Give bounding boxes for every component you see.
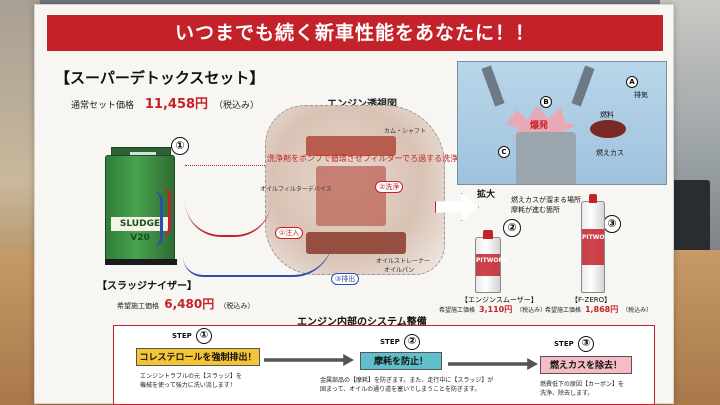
step-wash-tag: ②洗浄: [375, 181, 404, 193]
exhaust-valve: [571, 65, 595, 107]
set-price-row: 通常セット価格 11,458円 （税込み）: [71, 93, 259, 112]
engine-label-strainer: オイルストレーナー: [376, 258, 431, 265]
poster-banner: いつまでも続く新車性能をあなたに！！: [47, 15, 663, 51]
set-price-label: 通常セット価格: [71, 101, 135, 111]
intake-valve: [481, 65, 505, 107]
marker-b: B: [540, 96, 552, 108]
bottle-brand: PITWORK: [476, 257, 508, 265]
machine-hose-red: [161, 187, 171, 237]
marker-a: A: [626, 76, 638, 88]
engine-label-oilpan: オイルパン: [384, 267, 415, 274]
product-2-title: 【エンジンスムーザー】: [461, 296, 538, 304]
residue-deposit: [590, 120, 626, 138]
marker-c: C: [498, 146, 510, 158]
step-drain-tag: ③排出: [331, 273, 360, 285]
step-3-heading: 燃えカスを除去！: [540, 356, 632, 374]
abc-legend-line1: 燃えカスが溜まる場所: [511, 196, 581, 204]
product-3-number: ③: [603, 215, 621, 233]
circulation-text: 洗浄剤をポンプで循環させフィルターでろ過する洗浄システム: [267, 154, 490, 163]
flow-inject-line: [185, 201, 271, 237]
engine-cutaway: カム・シャフト オイルフィルターデバイス オイルストレーナー オイルパン: [260, 105, 445, 275]
bottle-cap: [483, 230, 493, 239]
bottle-band: [582, 229, 604, 265]
machine-price-row: 希望施工価格 6,480円 （税込み）: [117, 295, 254, 312]
product-3-price-label: 希望施工価格: [545, 307, 582, 314]
machine-hose-blue: [153, 191, 163, 247]
product-3-tax-note: （税込み）: [622, 307, 653, 314]
step-1-label: STEP: [172, 332, 192, 340]
step-2-heading: 摩耗を防止！: [360, 352, 442, 370]
machine-price-label: 希望施工価格: [117, 302, 159, 310]
machine-body: [105, 155, 175, 261]
step-2-label: STEP: [380, 338, 400, 346]
step-1-number: ①: [196, 328, 212, 344]
product-2-price: 3,110円: [478, 305, 513, 314]
step-arrow-1: [264, 354, 354, 366]
step-2-desc-line1: 金属部品の【摩耗】を防ぎます。また、走行中に【スラッジ】が: [320, 377, 494, 384]
step-1-desc-line1: エンジントラブルの元【スラッジ】を: [140, 373, 243, 380]
zoom-caption: 拡大: [477, 190, 496, 200]
piston: [516, 132, 576, 184]
step-inject-tag: ①注入: [275, 227, 304, 239]
step-1-desc: エンジントラブルの元【スラッジ】を 機械を使って強力に洗い流します！: [140, 372, 242, 390]
sludgenizer-machine: SLUDGE V20: [105, 147, 183, 265]
set-title: 【スーパーデトックスセット】: [55, 69, 265, 87]
step-3-desc-line1: 燃費低下の原因【カーボン】を: [540, 381, 625, 388]
machine-base: [105, 259, 177, 265]
step-1-desc-line2: 機械を使って強力に洗い流します！: [140, 382, 236, 389]
set-tax-note: （税込み）: [213, 101, 259, 111]
product-3-title: 【F-ZERO】: [571, 296, 612, 304]
engine-label-filter: オイルフィルターデバイス: [260, 186, 332, 193]
machine-title: 【スラッジナイザー】: [97, 281, 197, 292]
product-3-price-row: 希望施工価格 1,868円 （税込み）: [545, 304, 652, 315]
step-3-desc-line2: 洗浄、除去します。: [540, 390, 594, 397]
system-title: エンジン内部のシステム整備: [297, 317, 427, 328]
product-2-price-row: 希望施工価格 3,110円 （税込み）: [439, 304, 546, 315]
cylinder-zoom: 排気 燃料 爆発 燃えカス A B C: [457, 61, 667, 185]
step-3-label: STEP: [554, 340, 574, 348]
steps-box: STEP ① コレステロールを強制排出！ エンジントラブルの元【スラッジ】を 機…: [113, 325, 655, 405]
product-2-number: ②: [503, 219, 521, 237]
step-2-desc: 金属部品の【摩耗】を防ぎます。また、走行中に【スラッジ】が 固まって、オイルの通…: [320, 376, 493, 394]
bottle-cap: [588, 194, 598, 203]
machine-tax-note: （税込み）: [219, 302, 255, 310]
set-price: 11,458円: [144, 97, 209, 112]
step-3-desc: 燃費低下の原因【カーボン】を 洗浄、除去します。: [540, 380, 624, 398]
machine-number: ①: [171, 137, 189, 155]
step-2-number: ②: [404, 334, 420, 350]
engine-head: [306, 136, 396, 156]
product-3-bottle: PITWORK: [581, 194, 614, 293]
detox-poster: いつまでも続く新車性能をあなたに！！ 【スーパーデトックスセット】 通常セット価…: [34, 4, 674, 405]
step-2-desc-line2: 固まって、オイルの通り道を塞いでしまうことを防ぎます。: [320, 386, 481, 393]
explosion-label: 爆発: [530, 121, 549, 131]
product-2-bottle: PITWORK: [475, 230, 508, 293]
engine-title: エンジン透視図: [327, 95, 397, 110]
bottle-band: [476, 254, 500, 276]
circulation-dotted-line: [185, 165, 325, 166]
bottle-brand: PITWORK: [582, 234, 614, 242]
machine-label: SLUDGE V20: [111, 217, 169, 243]
abc-legend: 燃えカスが溜まる場所 摩耗が進む箇所: [511, 195, 581, 215]
step-3-number: ③: [578, 336, 594, 352]
step-1-heading: コレステロールを強制排出！: [136, 348, 260, 366]
flow-drain-line: [183, 237, 333, 277]
step-arrow-2: [448, 358, 538, 370]
machine-price: 6,480円: [164, 297, 215, 311]
engine-block: [316, 166, 386, 226]
product-2-tax-note: （税込み）: [516, 307, 547, 314]
fuel-label: 燃料: [600, 111, 614, 119]
engine-label-camshaft: カム・シャフト: [384, 128, 427, 135]
exhaust-label: 排気: [634, 91, 648, 99]
abc-legend-line2: 摩耗が進む箇所: [511, 206, 560, 214]
residue-label: 燃えカス: [596, 149, 624, 157]
product-2-price-label: 希望施工価格: [439, 307, 476, 314]
product-3-price: 1,868円: [584, 305, 619, 314]
